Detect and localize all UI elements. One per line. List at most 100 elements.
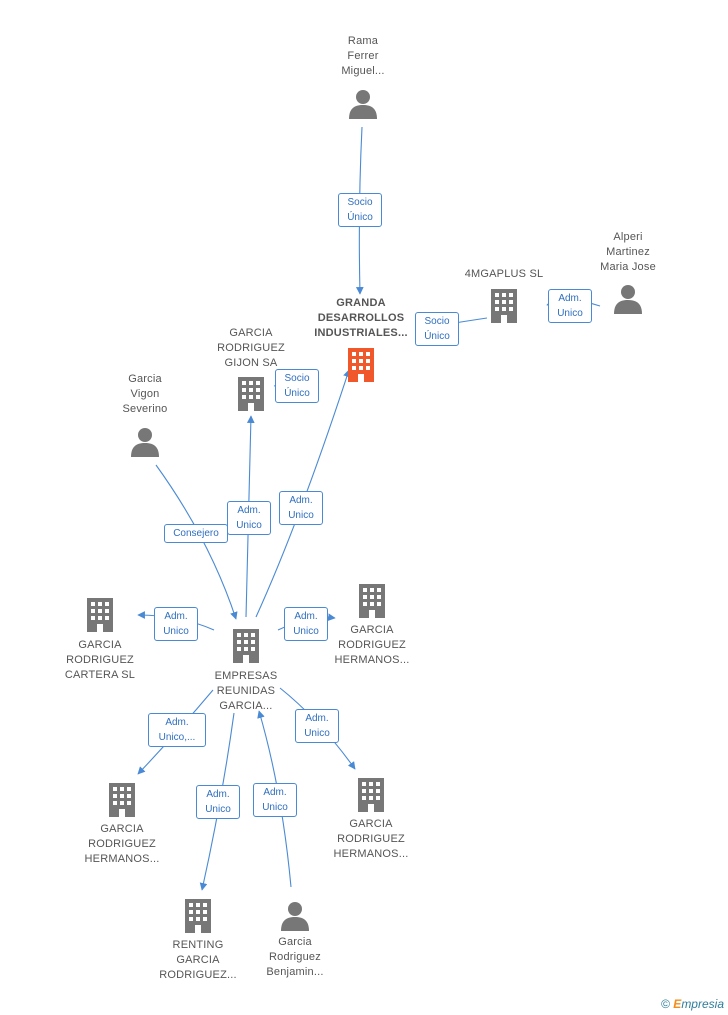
building-icon xyxy=(109,783,135,817)
node-label: Garcia xyxy=(278,936,312,948)
edge-label-line: Adm. xyxy=(165,717,189,728)
node-empresas-reunidas-garcia[interactable]: EMPRESAS REUNIDAS GARCIA... xyxy=(196,628,296,714)
node-label: GIJON SA xyxy=(224,357,278,369)
node-rama-ferrer-miguel[interactable]: Rama Ferrer Miguel... xyxy=(313,34,413,120)
node-label: Rama xyxy=(347,35,379,47)
edge-label-line: Adm. xyxy=(294,611,318,622)
building-icon xyxy=(358,778,384,812)
person-icon xyxy=(131,428,159,457)
edge-label-line: Socio xyxy=(424,316,450,327)
node-label: Martinez xyxy=(606,246,650,258)
node-label: GARCIA xyxy=(229,327,273,339)
edge-label-line: Unico xyxy=(163,626,189,637)
node-label: GARCIA xyxy=(349,818,393,830)
node-alperi-martinez-maria-jose[interactable]: Alperi Martinez Maria Jose xyxy=(578,230,678,315)
brand-initial: E xyxy=(673,997,682,1011)
edge-label-alperi-mgaplus: Adm. Unico xyxy=(548,289,592,323)
edge-label-gijon-granda: Socio Único xyxy=(275,369,319,403)
node-label: GARCIA xyxy=(350,624,394,636)
edge-label-empresas-hermanos1: Adm. Unico xyxy=(284,607,328,641)
person-icon xyxy=(614,285,642,314)
node-label: RODRIGUEZ xyxy=(337,833,405,845)
node-garcia-rodriguez-hermanos-1[interactable]: GARCIA RODRIGUEZ HERMANOS... xyxy=(322,583,422,668)
edge-label-empresas-granda: Adm. Unico xyxy=(279,491,323,525)
node-label: GARCIA xyxy=(176,954,220,966)
node-garcia-rodriguez-hermanos-2[interactable]: GARCIA RODRIGUEZ HERMANOS... xyxy=(72,782,172,867)
edge-label-empresas-hermanos2: Adm. Unico,... xyxy=(148,713,206,747)
node-label: Vigon xyxy=(130,388,160,400)
node-renting-garcia-rodriguez[interactable]: RENTING GARCIA RODRIGUEZ... xyxy=(148,898,248,983)
edge-label-vigon-empresas: Consejero xyxy=(164,524,228,543)
edge-label-empresas-hermanos3: Adm. Unico xyxy=(295,709,339,743)
node-label: INDUSTRIALES... xyxy=(314,327,408,339)
node-label: HERMANOS... xyxy=(334,654,410,666)
node-label: RODRIGUEZ... xyxy=(159,969,237,981)
node-garcia-rodriguez-cartera-sl[interactable]: GARCIA RODRIGUEZ CARTERA SL xyxy=(50,597,150,683)
building-icon xyxy=(348,348,374,382)
node-label: GARCIA xyxy=(100,823,144,835)
edge-label-line: Adm. xyxy=(263,787,287,798)
node-label: Severino xyxy=(122,403,168,415)
building-icon xyxy=(359,584,385,618)
node-label: EMPRESAS xyxy=(214,670,278,682)
node-label: Benjamin... xyxy=(266,966,324,978)
edge-label-line: Único xyxy=(424,331,450,342)
edge-label-line: Adm. xyxy=(237,505,261,516)
node-garcia-vigon-severino[interactable]: Garcia Vigon Severino xyxy=(95,372,195,458)
node-garcia-rodriguez-gijon-sa[interactable]: GARCIA RODRIGUEZ GIJON SA xyxy=(201,326,301,412)
node-label: GARCIA... xyxy=(219,700,273,712)
node-label: Rodriguez xyxy=(269,951,321,963)
edge-label-line: Adm. xyxy=(558,293,582,304)
node-label: Ferrer xyxy=(347,50,379,62)
edge-label-mgaplus-granda: Socio Único xyxy=(415,312,459,346)
edge-label-line: Unico xyxy=(236,520,262,531)
node-label: 4MGAPLUS SL xyxy=(464,268,544,280)
person-icon xyxy=(349,90,377,119)
node-label: Alperi xyxy=(613,231,643,243)
node-label: Maria Jose xyxy=(600,261,656,273)
node-garcia-rodriguez-hermanos-3[interactable]: GARCIA RODRIGUEZ HERMANOS... xyxy=(321,777,421,862)
node-garcia-rodriguez-benjamin[interactable]: Garcia Rodriguez Benjamin... xyxy=(245,900,345,980)
edge-label-line: Adm. xyxy=(164,611,188,622)
edge-label-empresas-cartera: Adm. Unico xyxy=(154,607,198,641)
edge-label-line: Unico xyxy=(293,626,319,637)
edge-label-line: Unico xyxy=(557,308,583,319)
node-label: DESARROLLOS xyxy=(317,312,405,324)
copyright-symbol: © xyxy=(661,997,670,1011)
building-icon xyxy=(491,289,517,323)
edge-label-line: Adm. xyxy=(206,789,230,800)
building-icon xyxy=(87,598,113,632)
node-label: RODRIGUEZ xyxy=(338,639,406,651)
node-label: Miguel... xyxy=(341,65,385,77)
node-label: RODRIGUEZ xyxy=(217,342,285,354)
node-granda-desarrollos-industriales[interactable]: GRANDA DESARROLLOS INDUSTRIALES... xyxy=(296,296,426,383)
empresia-logo[interactable]: © Empresia xyxy=(661,997,724,1011)
node-label: Garcia xyxy=(128,373,162,385)
edge-label-line: Adm. xyxy=(305,713,329,724)
edge-label-line: Unico xyxy=(262,802,288,813)
edge-label-line: Consejero xyxy=(173,528,219,539)
node-label: RODRIGUEZ xyxy=(88,838,156,850)
edge-label-empresas-renting: Adm. Unico xyxy=(196,785,240,819)
building-icon xyxy=(238,377,264,411)
node-label: REUNIDAS xyxy=(216,685,276,697)
edge-label-line: Socio xyxy=(347,197,373,208)
node-label: HERMANOS... xyxy=(333,848,409,860)
node-label: RODRIGUEZ xyxy=(66,654,134,666)
node-label: GARCIA xyxy=(78,639,122,651)
brand-name: mpresia xyxy=(681,997,724,1011)
edge-label-line: Unico xyxy=(288,510,314,521)
building-icon xyxy=(233,629,259,663)
edge-label-line: Único xyxy=(347,212,373,223)
node-label: GRANDA xyxy=(336,297,386,309)
edge-label-rama-granda: Socio Único xyxy=(338,193,382,227)
node-label: CARTERA SL xyxy=(64,669,136,681)
edge-label-empresas-gijon: Adm. Unico xyxy=(227,501,271,535)
person-icon xyxy=(281,902,309,931)
edge-label-line: Unico xyxy=(205,804,231,815)
edge-label-line: Socio xyxy=(284,373,310,384)
edge-label-line: Único xyxy=(284,388,310,399)
edge-label-line: Unico,... xyxy=(158,732,196,743)
node-4mgaplus-sl[interactable]: 4MGAPLUS SL xyxy=(454,267,554,324)
edge-label-line: Unico xyxy=(304,728,330,739)
